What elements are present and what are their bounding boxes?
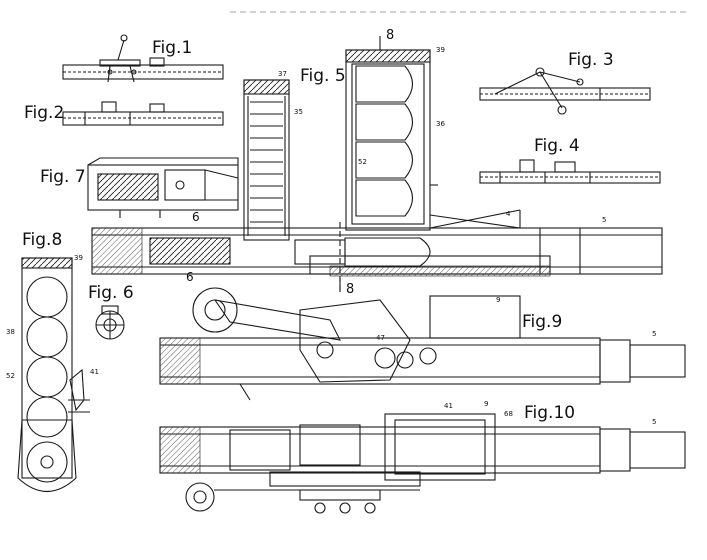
figure-10 (159, 413, 686, 514)
figure-5-small-magazine (243, 79, 290, 241)
figure-2 (62, 101, 224, 126)
figure-3 (479, 67, 651, 115)
ref-fig9-9: 9 (496, 296, 501, 304)
section-mark-bottom: 8 (346, 282, 355, 297)
ref-fig10-9: 9 (484, 400, 489, 408)
ref-fig9-47: 47 (376, 334, 385, 342)
figure-6 (95, 305, 125, 340)
ref-fig8-38: 38 (6, 328, 15, 336)
figure-5-main-body (91, 209, 663, 290)
fig2-label: Fig.2 (24, 103, 65, 123)
ref-fig8-52: 52 (6, 372, 15, 380)
fig8-label: Fig.8 (22, 230, 63, 250)
ref-fig9-5: 5 (652, 330, 657, 338)
figure-7 (87, 157, 239, 218)
ref-fig8-41: 41 (90, 368, 99, 376)
ref-fig10-5: 5 (652, 418, 657, 426)
fig9-label: Fig.9 (522, 312, 563, 332)
figure-4 (479, 159, 661, 184)
ref-fig10-68: 68 (504, 410, 513, 418)
ref-39-top: 39 (436, 46, 445, 54)
ref-fig10-41: 41 (444, 402, 453, 410)
ref-5-barrel: 5 (602, 216, 607, 224)
ref-35: 35 (294, 108, 303, 116)
fig7-label: Fig. 7 (40, 167, 86, 187)
fig1-label: Fig.1 (152, 38, 193, 58)
ref-fig8-39: 39 (74, 254, 83, 262)
ref-4-barrel: 4 (506, 210, 511, 218)
section-mark-left-lower: 6 (186, 270, 194, 284)
ref-36: 36 (436, 120, 445, 128)
fig10-label: Fig.10 (524, 403, 576, 423)
figure-9 (159, 287, 686, 401)
figure-5-large-magazine (345, 49, 521, 231)
figure-8 (17, 257, 90, 492)
section-mark-top: 8 (386, 28, 395, 43)
fig3-label: Fig. 3 (568, 50, 614, 70)
ref-52: 52 (358, 158, 367, 166)
fig4-label: Fig. 4 (534, 136, 580, 156)
section-mark-left: 6 (192, 210, 200, 224)
figure-1 (62, 34, 224, 83)
ref-37: 37 (278, 70, 287, 78)
fig6-label: Fig. 6 (88, 283, 134, 303)
fig5-label: Fig. 5 (300, 66, 346, 86)
